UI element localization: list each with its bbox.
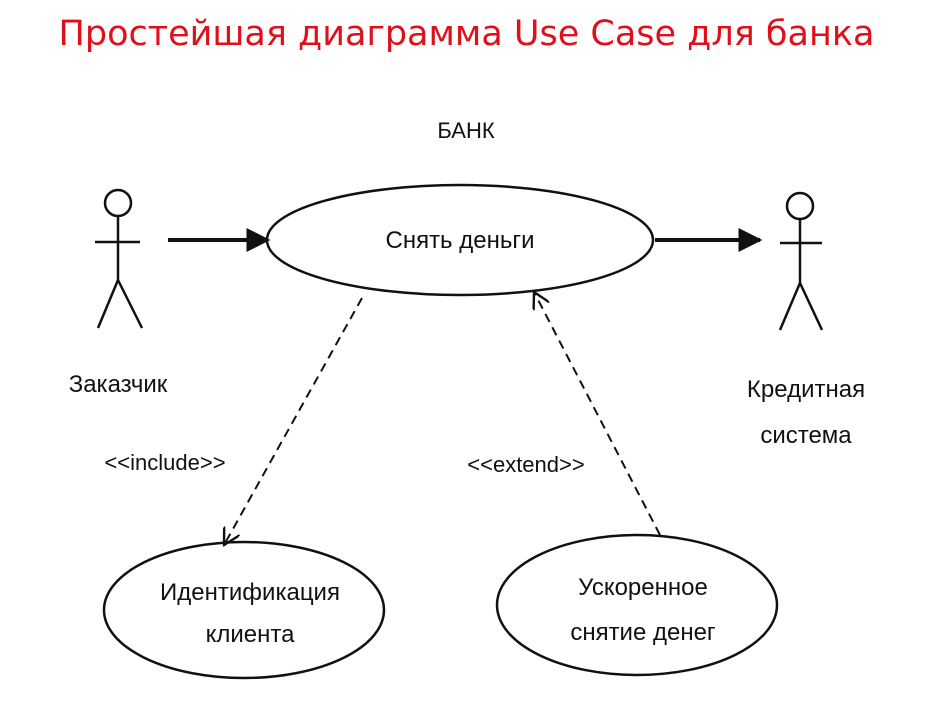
include-label: <<include>> — [104, 450, 225, 475]
use-case-label-fast-line2: снятие денег — [570, 619, 716, 646]
slide-title: Простейшая диаграмма Use Case для банка — [58, 14, 875, 54]
use-case-label-fast-line1: Ускоренное — [578, 574, 708, 601]
use-case-fast — [495, 533, 779, 677]
use-case-label-withdraw: Снять деньги — [385, 227, 534, 254]
include-arrow — [224, 297, 363, 545]
actor-label-credit-system-line2: система — [760, 422, 852, 449]
actor-credit-system — [778, 191, 824, 331]
extend-label: <<extend>> — [467, 452, 584, 477]
actor-customer — [95, 188, 144, 329]
use-case-label-identify-line1: Идентификация — [160, 579, 340, 606]
extend-arrow — [534, 292, 661, 536]
actor-label-credit-system-line1: Кредитная — [747, 376, 865, 403]
actor-label-customer: Заказчик — [69, 371, 168, 398]
use-case-identify — [102, 540, 386, 680]
system-label: БАНК — [437, 118, 495, 143]
use-case-label-identify-line2: клиента — [206, 621, 296, 648]
